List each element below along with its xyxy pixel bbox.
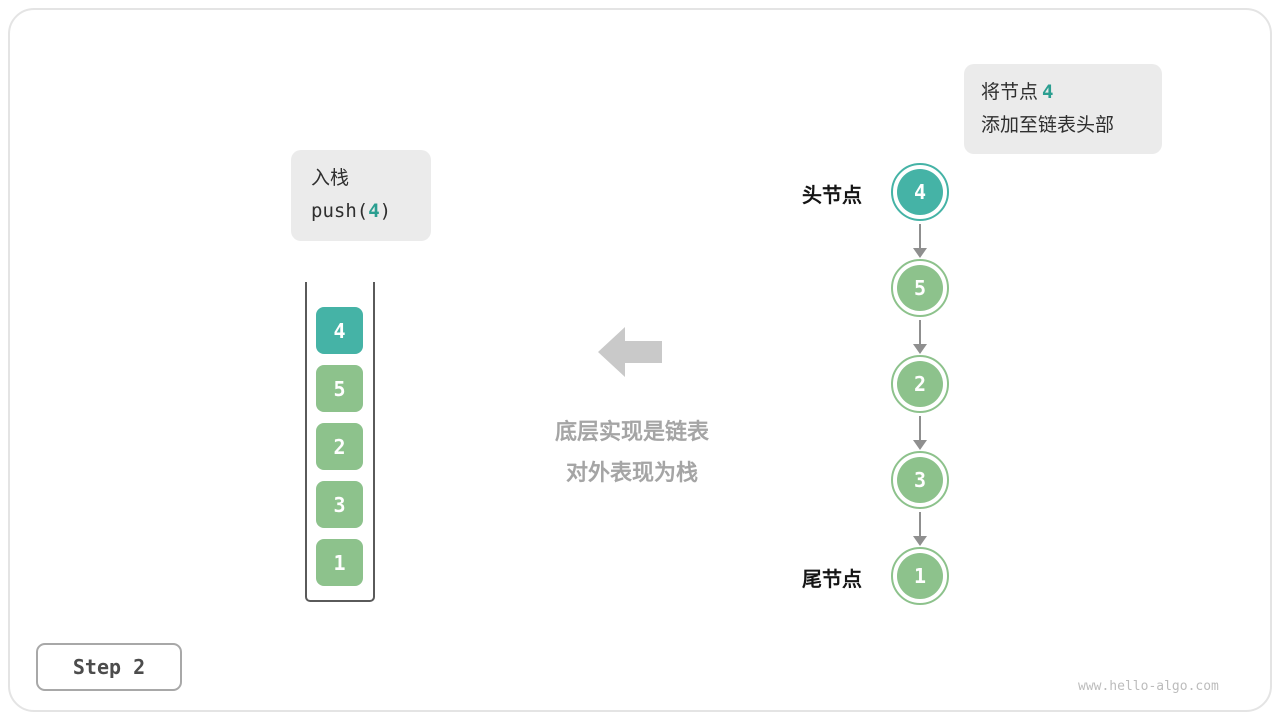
step-badge: Step 2 — [36, 643, 182, 691]
caption-text: 底层实现是链表 对外表现为栈 — [492, 411, 772, 493]
stack-item-value: 4 — [333, 318, 346, 343]
stack-item: 3 — [316, 481, 363, 528]
down-arrow-icon — [919, 320, 921, 344]
push-call-value: 4 — [368, 200, 380, 222]
stack-item: 1 — [316, 539, 363, 586]
canvas-border — [8, 8, 1272, 712]
stack-item-value: 1 — [333, 550, 346, 575]
list-node-value: 5 — [897, 265, 943, 311]
push-call-suffix: ) — [379, 200, 392, 222]
down-arrow-icon — [919, 512, 921, 536]
stack-item: 2 — [316, 423, 363, 470]
stack-item-value: 5 — [333, 376, 346, 401]
stack-item: 4 — [316, 307, 363, 354]
list-node-value: 4 — [897, 169, 943, 215]
list-node: 5 — [891, 259, 949, 317]
caption-line-1: 底层实现是链表 — [554, 419, 709, 444]
down-arrow-icon — [919, 224, 921, 248]
caption-line-2: 对外表现为栈 — [565, 460, 698, 485]
list-node-value: 1 — [897, 553, 943, 599]
stack-item-value: 3 — [333, 492, 346, 517]
down-arrow-icon — [913, 536, 927, 546]
push-call-prefix: push( — [311, 200, 369, 222]
down-arrow-icon — [913, 344, 927, 354]
annotation-text: 将节点 — [981, 82, 1039, 103]
list-node: 3 — [891, 451, 949, 509]
down-arrow-icon — [919, 416, 921, 440]
list-node: 1 — [891, 547, 949, 605]
list-node-value: 2 — [897, 361, 943, 407]
down-arrow-icon — [913, 248, 927, 258]
stack-item: 5 — [316, 365, 363, 412]
stack-item-value: 2 — [333, 434, 346, 459]
left-arrow-icon — [598, 327, 662, 377]
list-node-value: 3 — [897, 457, 943, 503]
watermark: www.hello-algo.com — [1078, 679, 1219, 694]
push-title: 入栈 — [311, 168, 350, 189]
down-arrow-icon — [913, 440, 927, 450]
list-node: 2 — [891, 355, 949, 413]
push-call: push(4) — [311, 195, 411, 228]
annotation-value: 4 — [1042, 81, 1054, 103]
list-node: 4 — [891, 163, 949, 221]
stack-container — [305, 282, 375, 602]
tail-node-label: 尾节点 — [802, 569, 862, 591]
push-label-box: 入栈 push(4) — [291, 150, 431, 241]
head-node-label: 头节点 — [802, 185, 862, 207]
annotation-line-2: 添加至链表头部 — [981, 115, 1115, 136]
